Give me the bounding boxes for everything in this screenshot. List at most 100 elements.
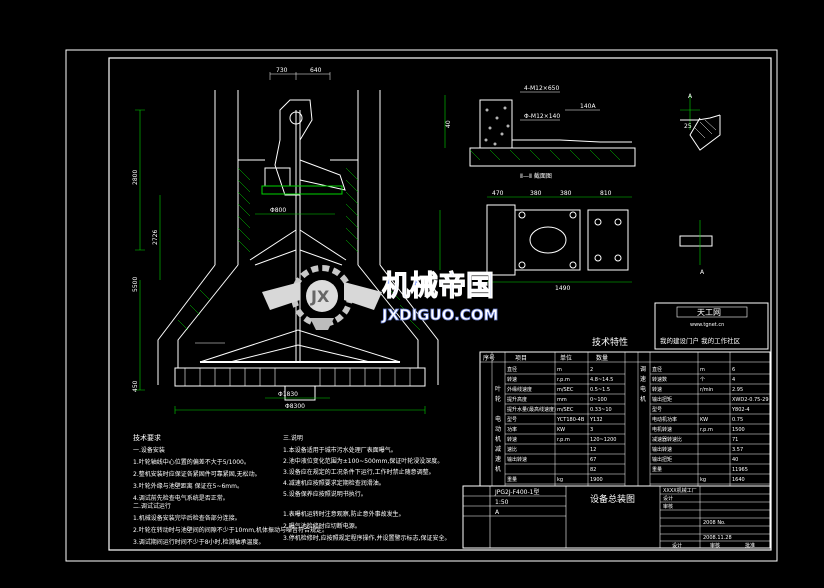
title-footer-1: 设计 [672, 542, 682, 549]
inner-frame [108, 57, 772, 551]
table-item-left: 转速 [507, 436, 517, 443]
table-unit-right: kg [700, 477, 706, 483]
notes-item: 1.机械设备安装完毕后检查各部分连接。 [133, 514, 241, 522]
stamp-url: www.tgnet.cn [690, 322, 724, 328]
table-item-left: 输出转速 [507, 456, 527, 463]
dim-phi1830: Φ1830 [278, 391, 298, 398]
table-value-left: 120~1200 [590, 437, 616, 443]
table-value-right: 3.57 [732, 447, 743, 453]
table-item-right: 输出扭矩 [652, 396, 672, 403]
watermark-title: 机械帝国 [382, 269, 494, 302]
table-unit-right: KW [700, 417, 708, 423]
table-item-right: 电机转速 [652, 426, 672, 433]
notes-item: 3.停机检修时,应按照规定程序操作,并设置警示标志,保证安全。 [283, 534, 450, 542]
table-unit-right: m [700, 367, 705, 373]
left-wall [214, 90, 239, 265]
dim-phi800: Φ800 [270, 207, 286, 214]
stamp-box [654, 302, 769, 350]
table-value-right: 1640 [732, 477, 745, 483]
table-unit-left: kg [557, 477, 563, 483]
table-header: 数量 [596, 354, 608, 362]
outer-frame [65, 49, 778, 562]
title-company: XXXX机械工厂 [663, 487, 697, 494]
dim-1490: 1490 [555, 285, 570, 292]
dim-730: 730 [276, 67, 288, 74]
title-model: JPG2J-F400-1型 [494, 488, 539, 496]
stamp-slogan: 我的建设门户 我的工作社区 [660, 336, 741, 345]
table-unit-right: 个 [700, 377, 705, 383]
table-value-left: 82 [590, 467, 596, 473]
table-unit-left: YCT180-4B [556, 417, 585, 423]
title-scale: 1:50 [495, 499, 509, 506]
title-check: 审核 [663, 503, 673, 510]
notes-item: 2.叶轮在转动时与池壁间的间隙不少于10mm,机体振动与噪音符合规定。 [133, 526, 328, 534]
table-value-left: 2 [590, 367, 593, 373]
notes-item: 2.曝气池检修时应切断电源。 [283, 522, 361, 530]
table-item-left: 提升水量(最高线速度) [507, 406, 556, 413]
svg-text:JX: JX [310, 287, 330, 306]
table-value-right: 6 [732, 367, 735, 373]
table-unit-left: r.p.m [557, 377, 570, 383]
table-value-right: 0.75 [732, 417, 743, 423]
anchor-detail [679, 95, 721, 265]
main-elevation [135, 72, 439, 414]
dim-5500: 5500 [132, 277, 139, 292]
table-unit-left: r.p.m [557, 437, 570, 443]
table-unit-left: m/SEC [557, 407, 574, 413]
table-item-left: 提升高度 [507, 396, 527, 403]
notes-item: 3.设备应在规定的工况条件下运行,工作时禁止随意调整。 [283, 468, 435, 476]
notes-item: 2.池中液位变化范围为±100~500mm,保证叶轮浸没深度。 [283, 457, 443, 465]
table-value-left: 67 [590, 457, 596, 463]
section-label: Ⅱ—Ⅱ 截面图 [520, 172, 552, 180]
table-item-left: 功率 [507, 426, 517, 433]
table-unit-right: r.p.m [700, 427, 713, 433]
table-unit-left: KW [557, 427, 565, 433]
title-date: 2008.11.28 [703, 535, 732, 541]
title-drawing-no: 2008 No. [703, 520, 726, 526]
dim-2726: 2726 [152, 230, 159, 245]
table-unit-left: m/SEC [557, 387, 574, 393]
title-sheet: A [495, 509, 500, 516]
table-item-left: 速比 [507, 446, 517, 453]
table-group-left: 减 [495, 445, 501, 453]
table-item-right: 减速器转速比 [652, 436, 682, 443]
table-value-left: 0.33~10 [590, 407, 612, 413]
notes-item: 2.整机安装时应保证各紧固件可靠紧固,无松动。 [133, 470, 261, 478]
notes-item: 1.叶轮轴线中心位置的偏差不大于5/1000。 [133, 458, 250, 466]
table-item-left: 型号 [507, 416, 517, 423]
letter-a-top: A [688, 93, 693, 100]
table-value-left: Y132 [589, 417, 603, 423]
table-item-right: 直径 [652, 366, 662, 373]
dim-8300: Φ8300 [285, 403, 305, 410]
table-item-left: 转速 [507, 376, 517, 383]
plan-detail [439, 196, 632, 283]
table-unit-left: m [557, 367, 562, 373]
table-header: 单位 [560, 354, 572, 362]
dim-810: 810 [600, 190, 612, 197]
notes-item: 1.本设备适用于城市污水处理厂表面曝气。 [283, 446, 397, 454]
table-value-right: XWD2-0.75-29 [732, 397, 769, 403]
dim-640: 640 [310, 67, 322, 74]
table-value-right: 71 [732, 437, 738, 443]
table-value-right: Y802-4 [731, 407, 750, 413]
table-group-left: 机 [495, 465, 501, 473]
table-group-left: 动 [495, 426, 501, 433]
table-item-right: 电动机功率 [652, 416, 677, 423]
tech-table-title: 技术特性 [592, 336, 628, 348]
title-block [462, 485, 771, 549]
notes-section-3: 三.说明 [283, 434, 303, 442]
table-unit-left: mm [557, 397, 567, 403]
table-item-left: 重量 [507, 476, 517, 483]
dim-380: 380 [530, 190, 542, 197]
dim-4m12b: Φ-M12×140 [524, 113, 560, 120]
table-group-left: 轮 [495, 395, 501, 403]
dim-40: 40 [445, 120, 452, 128]
table-item-right: 转速数 [652, 376, 667, 383]
dim-470: 470 [492, 190, 504, 197]
table-value-left: 12 [590, 447, 596, 453]
table-value-right: 4 [732, 377, 735, 383]
notes-section-1: 一.设备安装 [133, 446, 165, 454]
letter-a-bottom: A [700, 269, 705, 276]
